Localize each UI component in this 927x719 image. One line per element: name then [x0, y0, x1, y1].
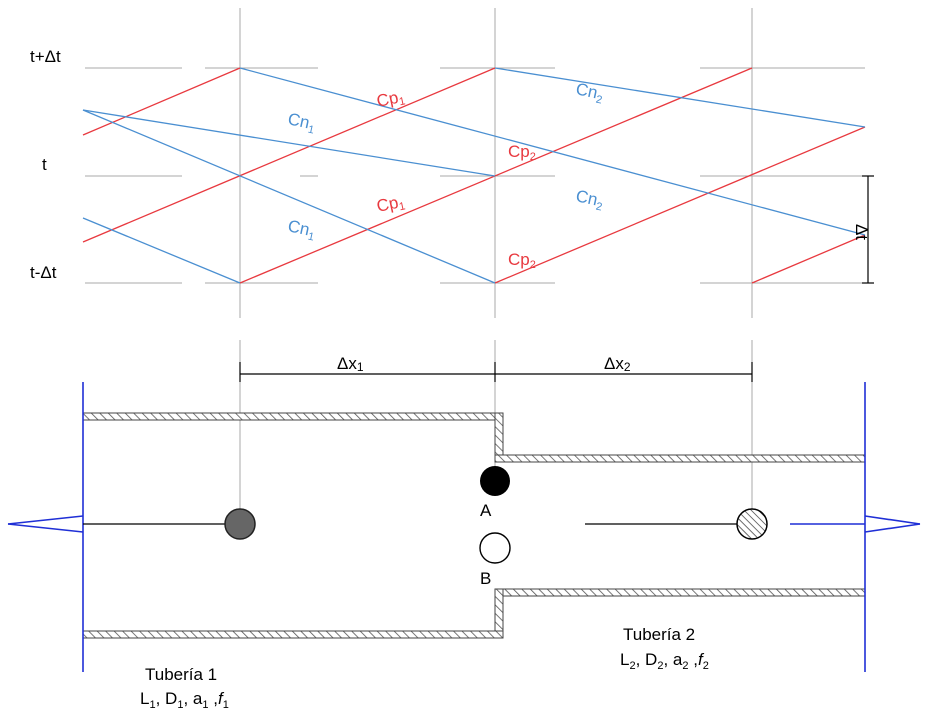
cn2-label-bottom: Cn2: [574, 186, 606, 213]
cn1-label-bottom: Cn1: [286, 216, 318, 243]
dt-dimension-label: Δt: [852, 224, 871, 240]
time-label-t-plus-dt: t+Δt: [30, 47, 61, 66]
junction-top-step: [494, 412, 504, 460]
reservoir-left: [7, 382, 160, 672]
pipe2-bottom-wall: [494, 588, 866, 597]
cp-line-upper-left: [82, 67, 241, 136]
cn-line-4: [82, 217, 241, 284]
cp-line-mid-1: [82, 67, 496, 243]
cn-line-1: [82, 109, 496, 177]
cn-line-5: [82, 109, 496, 284]
node-pipe2-interior: [736, 508, 768, 540]
cp-line-corner: [751, 234, 866, 284]
cn1-label-top: Cn1: [286, 109, 318, 136]
pipe2-title: Tubería 2: [623, 625, 695, 644]
pipe1-title: Tubería 1: [145, 665, 217, 684]
pipe2-top-wall: [494, 454, 866, 463]
node-a: [480, 466, 510, 496]
cn-line-3: [494, 67, 866, 128]
node-pipe1-interior: [224, 508, 256, 540]
pipe2-params: L2, D2, a2 ,f2: [620, 650, 709, 672]
node-a-label: A: [480, 501, 492, 520]
cn2-label-top: Cn2: [574, 79, 606, 106]
node-b: [479, 532, 511, 564]
cp-line-mid-2: [239, 67, 753, 284]
cn-line-2: [239, 67, 866, 236]
reservoir-right: [790, 382, 921, 672]
pipe1-bottom-wall: [82, 630, 504, 639]
dx2-label: Δx2: [604, 354, 631, 374]
dt-dimension: [862, 175, 874, 284]
cp2-label-bottom: Cp2: [508, 250, 536, 271]
pipe1-top-wall: [82, 412, 504, 421]
cp2-label-top: Cp2: [508, 142, 536, 163]
cp1-label-bottom: Cp1: [375, 192, 407, 218]
time-label-t-minus-dt: t-Δt: [30, 263, 57, 282]
time-label-t: t: [42, 155, 47, 174]
node-b-label: B: [480, 569, 491, 588]
dx-dimensions: [239, 362, 753, 382]
time-axis-labels: t+Δt t t-Δt: [30, 47, 61, 282]
cp-line-lower-right: [494, 126, 866, 284]
cp1-label-top: Cp1: [375, 87, 407, 113]
time-grid: [85, 8, 865, 524]
cp-characteristic-lines: [82, 67, 866, 284]
pipe1-params: L1, D1, a1 ,f1: [140, 689, 229, 711]
cn-characteristic-lines: [82, 67, 866, 284]
dx1-label: Δx1: [337, 354, 364, 374]
